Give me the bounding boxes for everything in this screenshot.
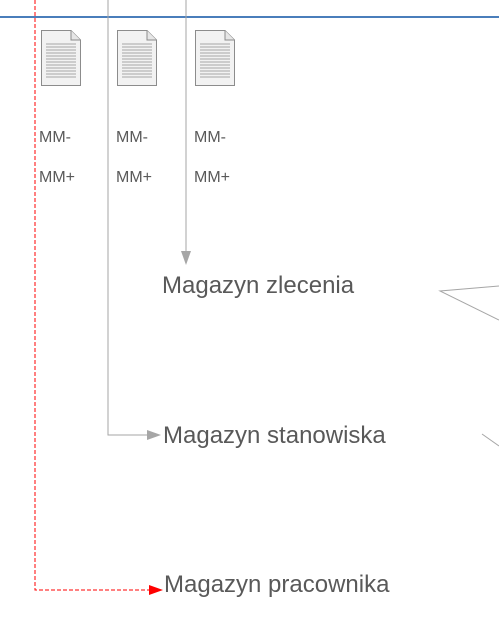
arrowhead-stanowiska — [147, 430, 161, 440]
callout-stanowiska — [481, 433, 499, 447]
document-label-3-top: MM- — [194, 129, 226, 146]
document-label-2-top: MM- — [116, 129, 148, 146]
document-icon — [117, 30, 157, 86]
callout-zlecenia — [438, 285, 499, 321]
warehouse-label-stanowiska: Magazyn stanowiska — [163, 422, 386, 449]
document-label-1-bottom: MM+ — [39, 169, 75, 186]
document-icon — [41, 30, 81, 86]
document-icon — [195, 30, 235, 86]
document-label-2: MM- MM+ — [116, 108, 152, 208]
connector-stanowiska — [107, 0, 148, 436]
document-label-1: MM- MM+ — [39, 108, 75, 208]
document-label-3-bottom: MM+ — [194, 169, 230, 186]
document-label-3: MM- MM+ — [194, 108, 230, 208]
warehouse-label-zlecenia: Magazyn zlecenia — [162, 272, 355, 299]
warehouse-label-pracownika: Magazyn pracownika — [164, 571, 390, 598]
arrowhead-zlecenia — [181, 251, 191, 265]
arrowhead-pracownika — [149, 585, 163, 595]
document-label-2-bottom: MM+ — [116, 169, 152, 186]
connector-pracownika — [34, 0, 150, 591]
document-label-1-top: MM- — [39, 129, 71, 146]
